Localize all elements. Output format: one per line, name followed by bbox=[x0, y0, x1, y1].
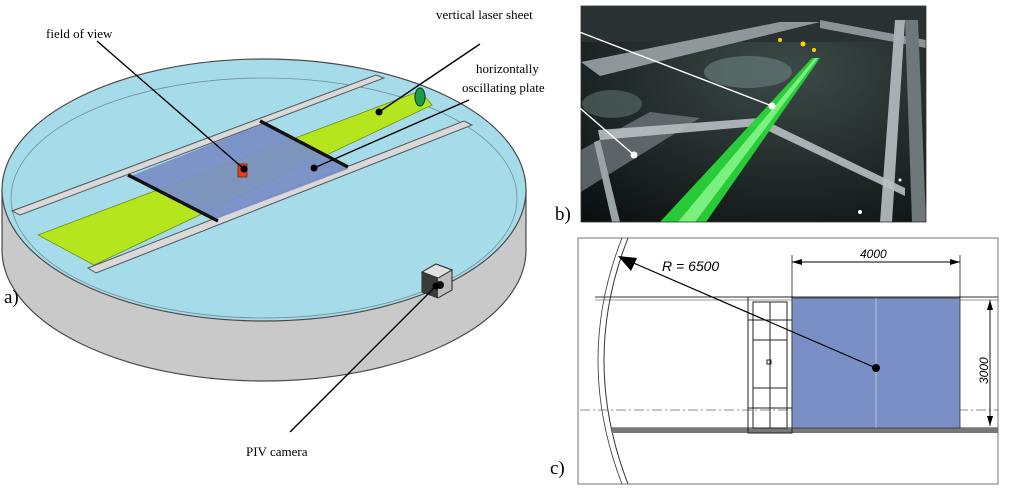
callout-dot-fov bbox=[240, 165, 248, 173]
panel-c-drawing: 4000 3000 R = 6500 c) bbox=[550, 237, 999, 485]
radius-line bbox=[621, 257, 877, 369]
label-plate-line1: horizontally bbox=[476, 61, 539, 76]
callout-line-fov bbox=[96, 40, 245, 170]
channel-wall-bottom-band bbox=[612, 428, 998, 433]
panel-label-a: a) bbox=[4, 287, 19, 308]
callout-line-laser-photo bbox=[555, 22, 773, 107]
callout-dot-laser bbox=[375, 108, 383, 116]
tank-arc-outer bbox=[603, 237, 629, 485]
callout-dot-laser-photo bbox=[768, 102, 776, 110]
plate-edge-left bbox=[127, 173, 219, 223]
panel-b-photo: b) bbox=[555, 5, 927, 225]
radius-arrow-head bbox=[618, 256, 637, 271]
callout-line-plate bbox=[313, 99, 470, 169]
dim-height-label: 3000 bbox=[977, 357, 991, 384]
label-field-of-view: field of view bbox=[46, 26, 113, 41]
panel-label-b: b) bbox=[555, 204, 571, 225]
dim-width-arrow-left bbox=[792, 259, 802, 265]
dim-width-arrow-right bbox=[950, 259, 960, 265]
dim-height-arrow-bottom bbox=[987, 416, 993, 426]
plate-center-dot bbox=[872, 364, 880, 372]
panel-a-tank-sketch: field of view vertical laser sheet horiz… bbox=[1, 7, 545, 459]
callout-line-laser bbox=[378, 43, 481, 113]
dim-height-arrow-top bbox=[987, 300, 993, 310]
label-plate-line2: oscillating plate bbox=[462, 80, 545, 95]
piv-camera bbox=[420, 263, 454, 299]
dim-width-label: 4000 bbox=[860, 247, 887, 261]
laser-optics bbox=[414, 87, 426, 107]
callout-dot-plate bbox=[310, 164, 318, 172]
radius-label: R = 6500 bbox=[662, 258, 719, 274]
callout-dot-plate-photo bbox=[630, 151, 638, 159]
label-laser-sheet: vertical laser sheet bbox=[436, 7, 533, 22]
callout-line-camera bbox=[289, 285, 437, 433]
label-piv-camera: PIV camera bbox=[246, 444, 308, 459]
callout-dot-camera bbox=[432, 282, 440, 290]
rail-upper bbox=[10, 74, 386, 216]
tank-inner-rim bbox=[10, 77, 518, 319]
callout-line-plate-photo bbox=[565, 95, 635, 156]
tank-arc-inner bbox=[597, 237, 623, 485]
panel-label-c: c) bbox=[550, 458, 565, 479]
